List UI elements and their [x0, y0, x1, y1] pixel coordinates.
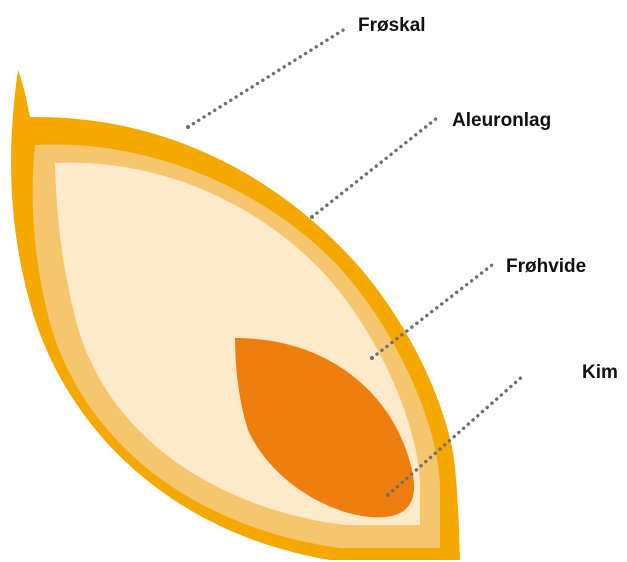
aleuronlag-leader-line: [312, 118, 437, 217]
frohvide-label: Frøhvide: [506, 256, 586, 277]
froskal-leader-end: [186, 125, 190, 129]
kim-leader-end: [386, 493, 390, 497]
aleuronlag-leader-end: [310, 215, 314, 219]
kim-label: Kim: [582, 362, 618, 383]
froskal-label: Frøskal: [358, 15, 426, 36]
froskal-leader-line: [188, 27, 348, 127]
frohvide-leader-end: [370, 356, 374, 360]
aleuronlag-label: Aleuronlag: [452, 110, 551, 131]
